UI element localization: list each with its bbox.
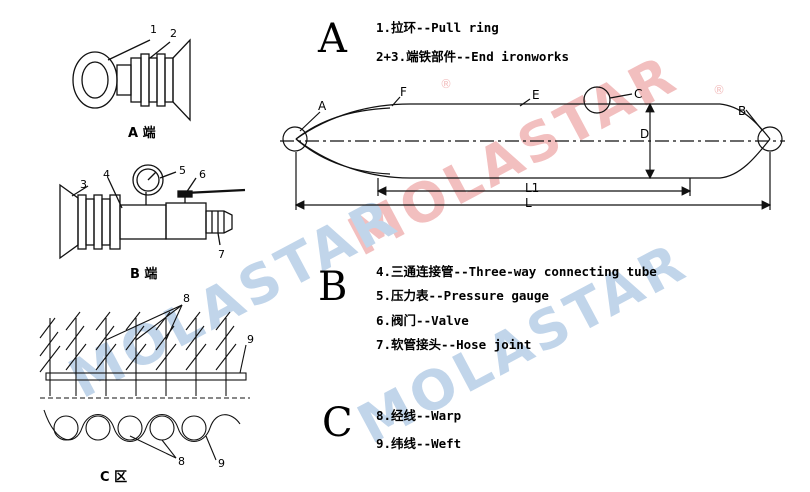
label-4: 4 — [103, 168, 110, 181]
legend-a-2: 2+3.端铁部件--End ironworks — [376, 49, 569, 64]
label-1: 1 — [150, 23, 157, 36]
ironwork-band — [148, 57, 158, 103]
hose-joint — [205, 210, 233, 234]
callout-b: B — [738, 104, 746, 118]
airbag-bottom-inner — [295, 138, 391, 175]
b-band — [109, 194, 121, 250]
warp-section — [85, 415, 111, 441]
callout-e: E — [532, 88, 540, 102]
b-band — [85, 198, 95, 246]
label-2: 2 — [170, 27, 177, 40]
leader-5 — [159, 171, 177, 179]
legend-c-2: 9.纬线--Weft — [376, 436, 461, 451]
end-flare — [172, 38, 191, 122]
label-8-lower: 8 — [178, 455, 185, 468]
callout-c: C — [634, 87, 642, 101]
caption-a-end: A 端 — [128, 125, 156, 141]
airbag-top-inner — [295, 107, 391, 140]
caption-c-zone: C 区 — [100, 470, 127, 485]
section-letter-a: A — [317, 16, 348, 62]
valve-handle — [184, 188, 246, 195]
caption-b-end: B 端 — [130, 266, 157, 282]
end-circle-b — [757, 126, 783, 152]
warp-section — [149, 415, 175, 441]
leader-7 — [217, 232, 221, 246]
ironwork-band — [156, 53, 166, 107]
watermark-mark: ® — [440, 77, 452, 91]
pressure-gauge — [132, 164, 164, 196]
section-letter-b: B — [318, 264, 347, 310]
watermark-mark: ® — [713, 83, 725, 97]
b-band — [93, 194, 103, 250]
figure-b-end — [59, 164, 246, 260]
leader-4 — [107, 177, 123, 209]
end-circle-a — [282, 126, 308, 152]
callout-l: L — [525, 196, 532, 210]
legend-a-1: 1.拉环--Pull ring — [376, 20, 499, 35]
callout-d: D — [640, 127, 649, 141]
label-7: 7 — [218, 248, 225, 261]
legend-b-1: 4.三通连接管--Three-way connecting tube — [376, 264, 657, 279]
leader-2 — [149, 41, 171, 59]
label-6: 6 — [199, 168, 206, 181]
label-9: 9 — [247, 333, 254, 346]
callout-f: F — [400, 85, 407, 99]
legend-b-3: 6.阀门--Valve — [376, 313, 469, 328]
pull-ring-outer — [72, 51, 118, 109]
ironwork-band — [130, 57, 142, 103]
leader-6 — [185, 177, 197, 194]
label-3: 3 — [80, 178, 87, 191]
label-5: 5 — [179, 164, 186, 177]
ironwork-band — [164, 57, 174, 103]
b-band — [101, 198, 111, 246]
label-8: 8 — [183, 292, 190, 305]
leader-1 — [107, 39, 151, 61]
label-9-lower: 9 — [218, 457, 225, 470]
valve-cap — [177, 190, 193, 198]
b-end-flare — [59, 183, 79, 260]
airbag-drawing — [280, 86, 785, 210]
legend-c-1: 8.经线--Warp — [376, 408, 461, 423]
leader-3 — [71, 185, 89, 197]
weft-band — [45, 372, 247, 381]
figure-a-end — [72, 38, 191, 122]
gauge-needle — [147, 171, 157, 181]
section-letter-c: C — [322, 400, 353, 446]
warp-section — [181, 415, 207, 441]
figure-c-zone — [39, 304, 250, 461]
weft-wave — [43, 409, 241, 443]
three-way-tube — [119, 204, 167, 240]
legend-b-2: 5.压力表--Pressure gauge — [376, 288, 549, 303]
warp-section — [53, 415, 79, 441]
ring-neck — [116, 64, 132, 96]
pull-ring-inner — [81, 61, 109, 99]
valve-body — [165, 202, 207, 240]
pressure-gauge-face — [136, 168, 160, 192]
watermark-text-blue: MOLASTAR — [59, 185, 409, 411]
ironwork-band — [140, 53, 150, 107]
b-band — [77, 194, 87, 250]
callout-l1: L1 — [525, 181, 539, 195]
warp-section — [117, 415, 143, 441]
legend-b-4: 7.软管接头--Hose joint — [376, 337, 531, 352]
callout-a: A — [318, 99, 327, 113]
detail-circle-c — [583, 86, 611, 114]
airbag-bottom-outline — [295, 138, 771, 179]
